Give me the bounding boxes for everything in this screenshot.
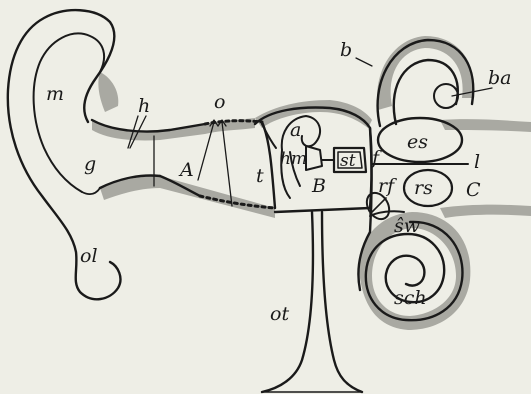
label-hm: hm — [280, 149, 307, 169]
label-g: g — [84, 153, 96, 175]
label-st: st — [340, 151, 356, 171]
label-C: C — [466, 179, 481, 201]
label-rf: rf — [378, 175, 397, 197]
label-rs: rs — [414, 177, 433, 199]
label-l: l — [474, 151, 480, 173]
label-es: es — [407, 131, 428, 153]
label-b: b — [340, 39, 352, 61]
label-ot: ot — [270, 303, 289, 325]
label-t: t — [256, 165, 264, 187]
label-o: o — [214, 91, 225, 113]
label-f: f — [370, 147, 382, 169]
label-ba: ba — [488, 67, 512, 89]
label-A: A — [178, 159, 194, 181]
label-a: a — [290, 119, 301, 141]
label-sch: sch — [394, 287, 427, 309]
label-sw: ŝw — [394, 215, 420, 237]
label-h: h — [138, 95, 150, 117]
label-m: m — [46, 83, 64, 105]
label-B: B — [311, 175, 326, 197]
auricle — [8, 10, 121, 299]
eustachian-tube — [262, 212, 362, 392]
label-ol: ol — [80, 245, 98, 267]
